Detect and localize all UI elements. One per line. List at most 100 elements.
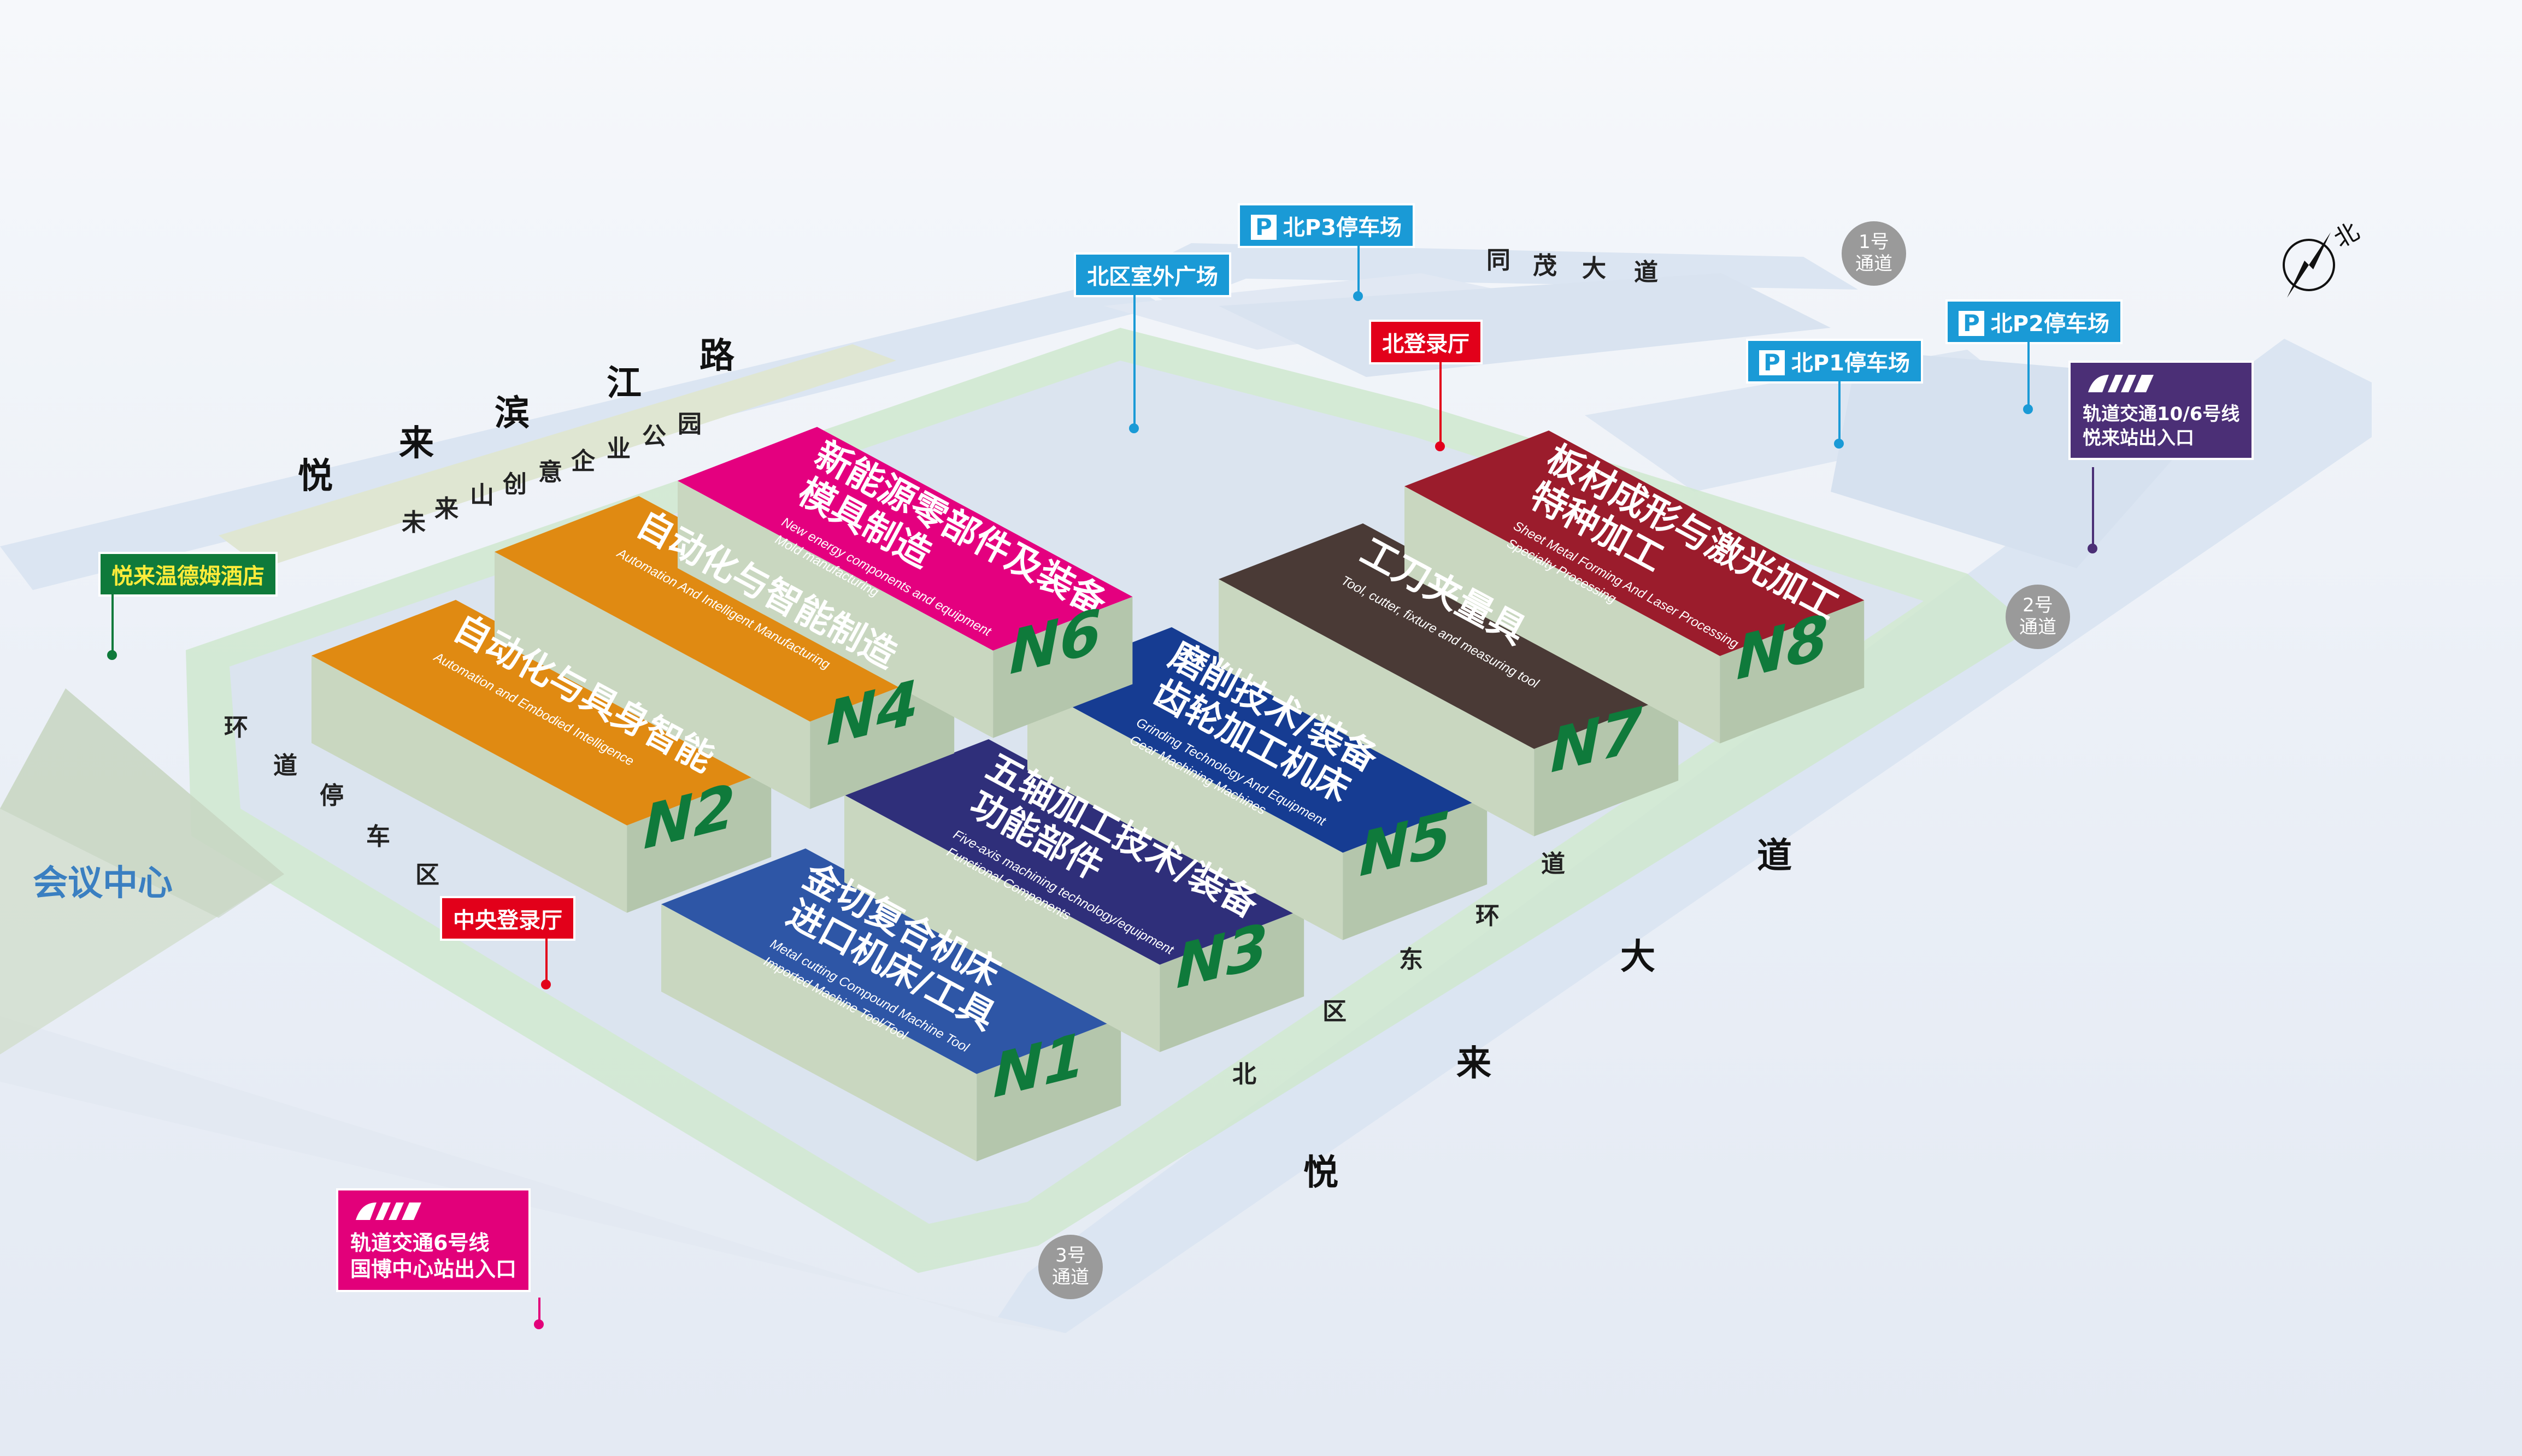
hall-roof-n1	[661, 848, 1121, 1074]
park-char: 园	[678, 410, 702, 438]
hall-wall-end	[627, 769, 772, 913]
north-registration-label: 北登录厅	[1382, 332, 1469, 357]
metro-north-line1: 轨道交通10/6号线	[2083, 403, 2240, 425]
north-plaza-label: 北区室外广场	[1087, 264, 1218, 290]
north-registration-tag[interactable]: 北登录厅	[1369, 320, 1483, 364]
pin-dot	[1129, 423, 1139, 433]
ring-char: 区	[1322, 998, 1347, 1025]
park-char: 业	[607, 435, 631, 463]
hall-wall-end	[1534, 693, 1679, 836]
central-registration-label: 中央登录厅	[453, 908, 562, 933]
park-char: 来	[434, 495, 458, 523]
gate-label: 通道	[2019, 616, 2056, 638]
park-strip	[219, 344, 896, 568]
gate-1[interactable]: 1号通道	[1842, 221, 1906, 286]
hall-roof-n3	[844, 739, 1304, 965]
parking-p3-label: 北P3停车场	[1283, 215, 1402, 240]
gate-number: 2号	[2023, 594, 2053, 616]
hall-wall-side	[1219, 579, 1535, 836]
meeting-center-top	[0, 688, 284, 918]
hall-wall-end	[993, 597, 1133, 738]
metro-north-tag[interactable]: 轨道交通10/6号线 悦来站出入口	[2068, 361, 2254, 460]
hall-wall-end	[810, 665, 955, 809]
hotel-label: 悦来温德姆酒店	[111, 564, 264, 589]
pin-dot	[107, 650, 117, 660]
metro-south-line1: 轨道交通6号线	[350, 1231, 490, 1255]
road-char: 道	[1757, 836, 1792, 876]
road-char: 来	[399, 423, 434, 464]
gate-2[interactable]: 2号通道	[2006, 585, 2070, 649]
central-registration-tag[interactable]: 中央登录厅	[440, 896, 575, 941]
gate-number: 3号	[1055, 1245, 1086, 1266]
pin-dot	[1435, 441, 1445, 451]
pin-line	[538, 1298, 540, 1322]
compass-icon	[2283, 232, 2335, 298]
compass: 北	[2276, 216, 2364, 303]
ring-char: 停	[320, 782, 344, 810]
hall-wall-end	[977, 1018, 1121, 1162]
pin-line	[2027, 340, 2030, 406]
pin-line	[1357, 244, 1360, 293]
hall-wall-side	[495, 552, 810, 809]
ring-char: 环	[1475, 902, 1500, 930]
pin-dot	[2088, 544, 2097, 553]
pin-dot	[1353, 291, 1363, 301]
metro-logo-icon	[2088, 375, 2154, 392]
hall-wall-side	[1027, 683, 1343, 940]
parking-p1-label: 北P1停车场	[1791, 351, 1910, 376]
road-char: 江	[607, 363, 642, 404]
road-char: 滨	[495, 393, 530, 434]
hall-wall-side	[311, 656, 627, 913]
metro-south-line2: 国博中心站出入口	[350, 1257, 517, 1281]
north-plaza-tag[interactable]: 北区室外广场	[1074, 252, 1231, 297]
park-char: 山	[470, 481, 494, 509]
hall-wall-side	[661, 904, 977, 1162]
metro-logo-icon	[356, 1202, 421, 1220]
hotel-tag[interactable]: 悦来温德姆酒店	[98, 552, 278, 597]
ring-char: 区	[415, 861, 439, 889]
ring-char: 北	[1232, 1060, 1256, 1088]
ring-char: 道	[1541, 850, 1565, 878]
pin-dot	[541, 980, 551, 989]
north-road	[1120, 243, 1858, 306]
hall-roof-n5	[1027, 627, 1488, 853]
pin-dot	[2023, 404, 2033, 414]
road-char: 同	[1486, 246, 1510, 274]
metro-south-tag[interactable]: 轨道交通6号线 国博中心站出入口	[336, 1188, 531, 1292]
hall-wall-end	[1343, 797, 1488, 940]
road-char: 路	[699, 336, 734, 376]
gate-3[interactable]: 3号通道	[1038, 1235, 1103, 1299]
ring-char: 环	[224, 714, 248, 741]
parking-p-icon: P	[1959, 311, 1984, 336]
pin-line	[111, 593, 114, 653]
parking-p-icon: P	[1251, 215, 1277, 240]
hall-wall-side	[1404, 486, 1720, 744]
hall-wall-end	[1720, 600, 1865, 744]
gate-label: 通道	[1855, 253, 1892, 275]
hall-roof-n4	[495, 496, 955, 722]
hall-shapes	[311, 427, 1865, 1162]
hall-wall-side	[844, 795, 1160, 1052]
hall-wall-end	[1160, 909, 1304, 1052]
pin-line	[545, 938, 548, 982]
ring-char: 东	[1399, 946, 1423, 974]
road-char: 悦	[1303, 1153, 1338, 1193]
pin-dot	[1834, 439, 1844, 449]
park-char: 创	[503, 470, 527, 498]
metro-north-line2: 悦来站出入口	[2083, 427, 2194, 449]
road-char: 悦	[298, 456, 333, 497]
pin-line	[1439, 362, 1442, 444]
road-char: 道	[1634, 258, 1658, 286]
park-char: 意	[538, 458, 562, 486]
road-char: 来	[1456, 1044, 1491, 1084]
hall-roof-n2	[311, 600, 772, 826]
hall-wall-side	[678, 481, 993, 738]
hall-roof-n7	[1219, 523, 1679, 749]
parking-p2-label: 北P2停车场	[1990, 311, 2109, 337]
gate-number: 1号	[1859, 231, 1889, 253]
